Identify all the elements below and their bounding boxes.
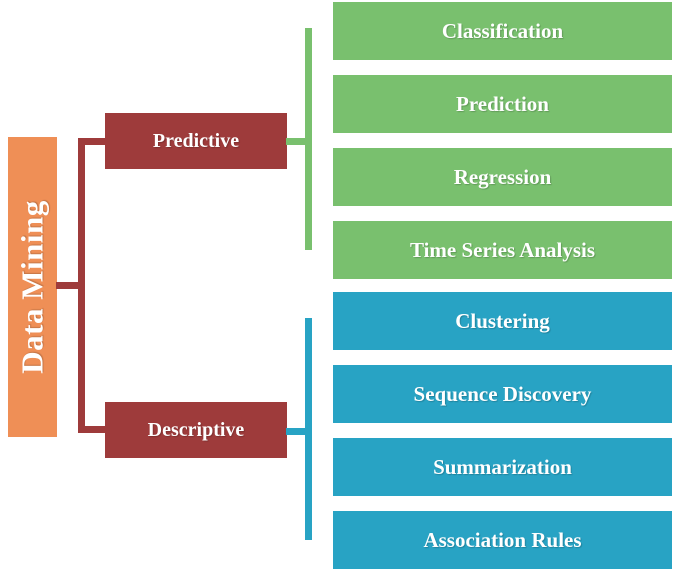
leaf-label-prediction: Prediction (456, 91, 549, 116)
leaf-node-regression: Regression (333, 148, 672, 206)
leaf-node-sequence-discovery: Sequence Discovery (333, 365, 672, 423)
predictive-bracket-stub-3 (312, 174, 333, 181)
leaf-label-sequence-discovery: Sequence Discovery (413, 381, 592, 406)
leaf-node-association-rules: Association Rules (333, 511, 672, 569)
root-bracket-stub-top (85, 138, 106, 145)
leaf-label-association-rules: Association Rules (423, 527, 582, 552)
descriptive-bracket-stub-3 (312, 464, 333, 471)
predictive-bracket-stub-inlet (286, 138, 305, 145)
descriptive-bracket-stub-1 (312, 318, 333, 325)
descriptive-bracket-spine (305, 318, 312, 540)
root-bracket-spine (78, 138, 85, 433)
descriptive-bracket-stub-2 (312, 391, 333, 398)
predictive-bracket-stub-4 (312, 243, 333, 250)
predictive-bracket-stub-1 (312, 28, 333, 35)
descriptive-bracket-stub-inlet (286, 428, 305, 435)
leaf-node-classification: Classification (333, 2, 672, 60)
leaf-label-time-series-analysis: Time Series Analysis (409, 237, 596, 262)
root-node-label: Data Mining (14, 200, 50, 374)
root-bracket-stub-bottom (85, 426, 106, 433)
leaf-label-summarization: Summarization (433, 454, 572, 479)
root-node-data-mining: Data Mining (8, 137, 57, 437)
root-bracket-connector (56, 138, 106, 433)
leaf-node-summarization: Summarization (333, 438, 672, 496)
predictive-bracket-spine (305, 28, 312, 250)
descriptive-bracket-stub-4 (312, 533, 333, 540)
category-label-descriptive: Descriptive (147, 418, 245, 441)
category-label-predictive: Predictive (152, 129, 240, 152)
leaf-node-time-series-analysis: Time Series Analysis (333, 221, 672, 279)
leaf-label-regression: Regression (453, 164, 552, 189)
predictive-bracket-connector (286, 28, 333, 250)
descriptive-bracket-connector (286, 318, 333, 540)
category-node-predictive: Predictive (105, 113, 287, 169)
root-bracket-stub-inlet (56, 282, 78, 289)
leaf-node-prediction: Prediction (333, 75, 672, 133)
leaf-node-clustering: Clustering (333, 292, 672, 350)
leaf-label-classification: Classification (441, 18, 564, 43)
leaf-label-clustering: Clustering (455, 308, 550, 333)
predictive-bracket-stub-2 (312, 101, 333, 108)
category-node-descriptive: Descriptive (105, 402, 287, 458)
